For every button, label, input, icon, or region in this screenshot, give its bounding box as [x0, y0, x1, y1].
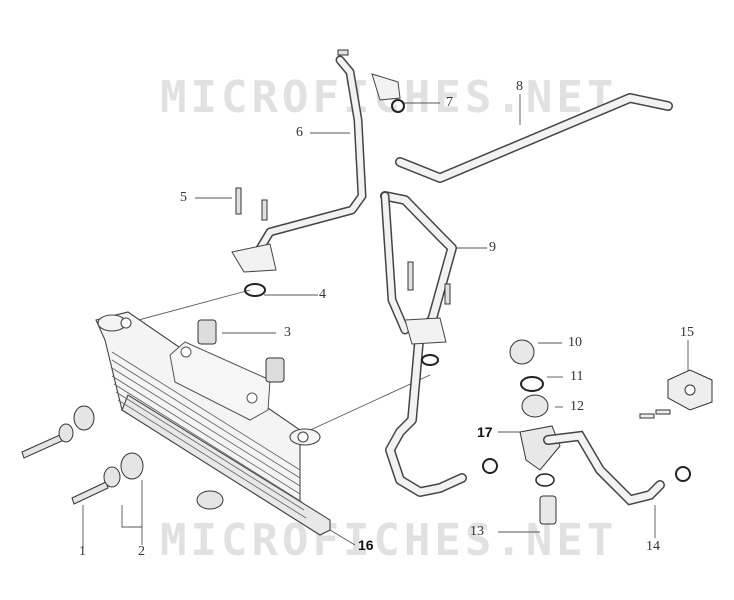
oring-lower	[482, 458, 498, 474]
oil-pipe-9	[380, 191, 467, 497]
clip-nuts	[197, 319, 285, 383]
callout-12: 12	[570, 399, 584, 414]
callout-6: 6	[296, 125, 303, 140]
leader-2	[121, 480, 143, 528]
bracket-15	[639, 369, 713, 419]
leader-4b	[119, 289, 251, 326]
callout-13: 13	[470, 524, 484, 539]
callout-8: 8	[516, 79, 523, 94]
oring-7	[391, 99, 405, 113]
leader-link	[305, 374, 431, 433]
callout-2: 2	[138, 544, 145, 559]
callout-5: 5	[180, 190, 187, 205]
fittings	[509, 339, 691, 525]
callout-4: 4	[319, 287, 326, 302]
flange-bottom	[231, 243, 277, 273]
mount-bracket	[169, 341, 271, 421]
callout-3: 3	[284, 325, 291, 340]
callout-14: 14	[646, 539, 660, 554]
callout-7: 7	[446, 95, 453, 110]
callout-1: 1	[79, 544, 86, 559]
callout-11: 11	[570, 369, 584, 384]
callout-9: 9	[489, 240, 496, 255]
callout-16: 16	[358, 537, 374, 553]
flange-top	[371, 73, 401, 101]
callout-15: 15	[680, 325, 694, 340]
callout-10: 10	[568, 335, 582, 350]
callout-17: 17	[477, 424, 493, 440]
oring-4	[244, 283, 266, 297]
small-bolts	[235, 49, 451, 305]
leader-16	[329, 529, 356, 546]
oring-9	[421, 354, 439, 366]
flange-9	[404, 317, 447, 345]
bolts-left	[21, 405, 224, 510]
